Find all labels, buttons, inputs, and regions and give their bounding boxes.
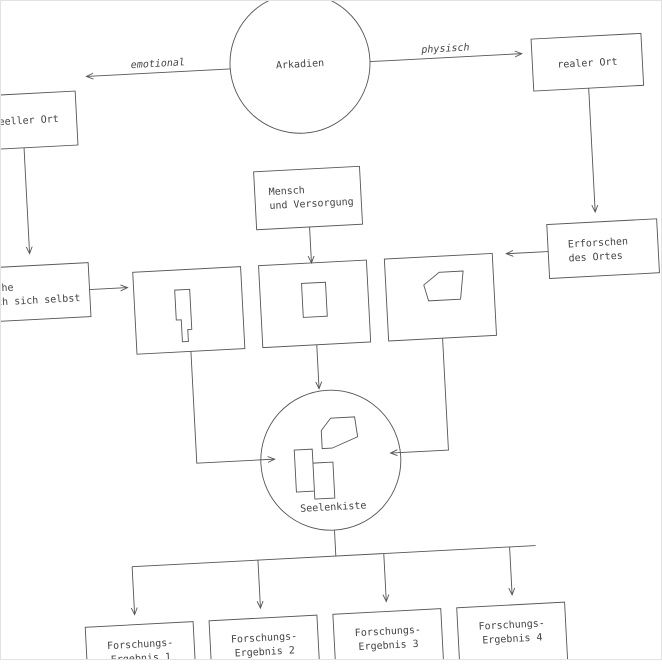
result-1-line1: Forschungs- xyxy=(107,638,174,652)
result-3-line1: Forschungs- xyxy=(355,625,422,639)
search-self-label-line2: nach sich selbst xyxy=(0,293,81,309)
left-to-soul-edge xyxy=(190,351,275,464)
explore-box xyxy=(546,218,660,279)
result-4-line1: Forschungs- xyxy=(478,618,545,632)
search-self-label-line1: Suche xyxy=(0,283,14,296)
explore-edge xyxy=(506,252,549,254)
soul-box-figure xyxy=(293,416,359,500)
shape-l-figure xyxy=(174,288,193,343)
ideal-place-label: ideeller Ort xyxy=(0,114,59,129)
tree-branch-2 xyxy=(258,560,261,608)
right-to-soul-edge xyxy=(385,338,449,453)
result-box-3 xyxy=(332,608,445,665)
result-2-line1: Forschungs- xyxy=(231,631,298,645)
real-place-label: realer Ort xyxy=(557,57,618,71)
tree-branch-3 xyxy=(384,553,387,602)
real-to-explore-edge xyxy=(588,88,595,212)
result-3-line2: Ergebnis 3 xyxy=(358,639,419,653)
result-2-line2: Ergebnis 2 xyxy=(234,645,295,659)
shape-box-center xyxy=(258,259,372,349)
result-box-2 xyxy=(208,614,321,665)
result-1-line2: Ergebnis 1 xyxy=(111,652,172,660)
explore-label-line1: Erforschen xyxy=(568,236,629,250)
ideal-to-search-edge xyxy=(23,147,30,254)
explore-label-line2: des Ortes xyxy=(568,251,623,265)
center-to-soul-edge xyxy=(317,344,319,389)
result-box-1 xyxy=(84,621,197,665)
shape-square-figure xyxy=(301,281,328,318)
human-supply-label-line2: und Versorgung xyxy=(269,197,354,212)
emotional-edge xyxy=(86,68,231,77)
result-4-line2: Ergebnis 4 xyxy=(482,632,543,646)
arkadien-label: Arkadien xyxy=(276,58,325,72)
physisch-edge xyxy=(369,54,522,63)
soul-box-label: Seelenkiste xyxy=(300,500,367,514)
tree-branch-1 xyxy=(132,566,135,615)
search-self-edge xyxy=(89,288,128,290)
shape-polygon-figure xyxy=(423,270,464,302)
tree-horizontal xyxy=(132,545,536,568)
soul-to-tree-edge xyxy=(334,530,337,557)
arkadien-node xyxy=(229,0,371,134)
physisch-edge-label: physisch xyxy=(420,42,470,56)
human-supply-edge xyxy=(310,226,312,263)
tree-branch-4 xyxy=(510,546,513,595)
result-box-4 xyxy=(456,601,569,665)
emotional-edge-label: emotional xyxy=(131,57,186,71)
human-supply-label-line1: Mensch xyxy=(268,185,305,198)
ideal-place-box xyxy=(0,90,79,152)
shape-box-right xyxy=(383,252,497,342)
